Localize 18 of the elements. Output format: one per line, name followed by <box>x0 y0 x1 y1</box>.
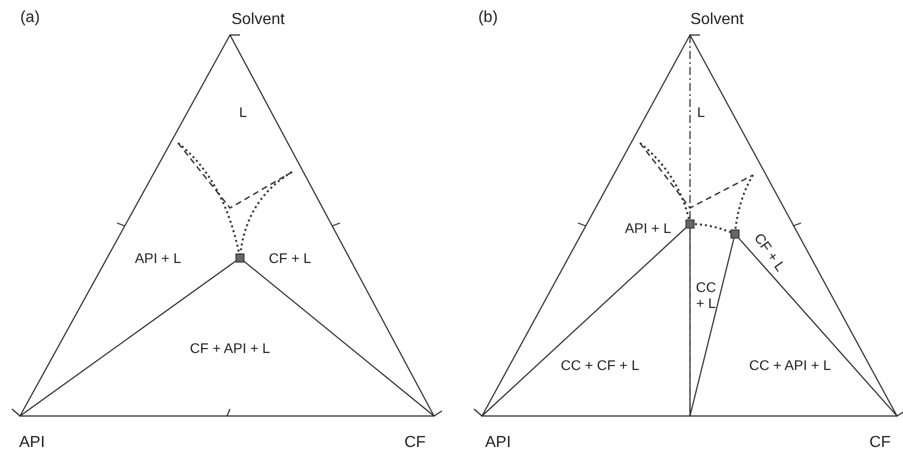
region-label: L <box>239 104 247 120</box>
region-label: CF + API + L <box>190 340 270 356</box>
region-label: API + L <box>134 250 182 266</box>
panel-label: (b) <box>478 10 498 26</box>
vertex-label: Solvent <box>231 12 285 28</box>
vertex-label: CF <box>869 435 891 451</box>
vertex-label: API <box>485 435 511 451</box>
vertex-label: Solvent <box>690 12 744 28</box>
region-label: CF + L <box>751 230 789 274</box>
region-label: CC + L <box>696 279 716 311</box>
region-label: L <box>697 104 705 120</box>
region-label: CC + API + L <box>749 357 831 373</box>
region-label: CF + L <box>268 250 312 266</box>
vertex-label: API <box>19 435 45 451</box>
region-label: API + L <box>624 220 672 236</box>
vertex-label: CF <box>404 435 426 451</box>
region-label: CC + CF + L <box>560 357 640 373</box>
panel-label: (a) <box>20 10 40 26</box>
